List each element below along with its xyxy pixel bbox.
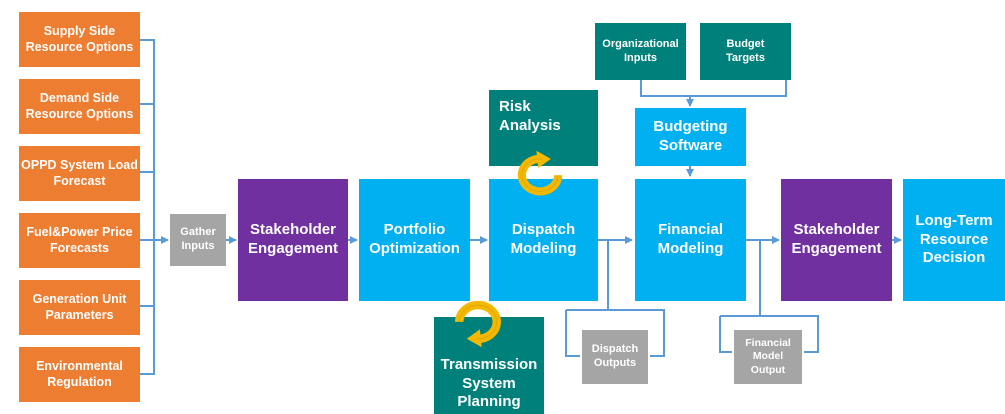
circular-arrow-icon xyxy=(455,300,501,348)
budgeting-software-box: Budgeting Software xyxy=(635,108,746,166)
long-term-resource-decision-box: Long-Term Resource Decision xyxy=(903,179,1005,301)
circular-arrow-icon xyxy=(517,150,563,196)
portfolio-optimization-box: Portfolio Optimization xyxy=(359,179,470,301)
risk-analysis-box: Risk Analysis xyxy=(489,90,598,166)
input-environmental: Environmental Regulation xyxy=(19,347,140,402)
gather-inputs-box: Gather Inputs xyxy=(170,214,226,266)
input-supply-side: Supply Side Resource Options xyxy=(19,12,140,67)
input-demand-side: Demand Side Resource Options xyxy=(19,79,140,134)
input-system-load: OPPD System Load Forecast xyxy=(19,146,140,201)
dispatch-modeling-box: Dispatch Modeling xyxy=(489,179,598,301)
input-generation-unit: Generation Unit Parameters xyxy=(19,280,140,335)
stakeholder-engagement-box: Stakeholder Engagement xyxy=(238,179,348,301)
financial-model-output-box: Financial Model Output xyxy=(734,330,802,384)
line-dispatch-outputs-loop xyxy=(565,310,580,357)
input-fuel-power: Fuel&Power Price Forecasts xyxy=(19,213,140,268)
financial-modeling-box: Financial Modeling xyxy=(635,179,746,301)
budget-targets-box: Budget Targets xyxy=(700,23,791,80)
organizational-inputs-box: Organizational Inputs xyxy=(595,23,686,80)
stakeholder-engagement-box-2: Stakeholder Engagement xyxy=(781,179,892,301)
dispatch-outputs-box: Dispatch Outputs xyxy=(582,330,648,384)
line-financial-output-loop xyxy=(719,316,732,353)
input-bracket xyxy=(140,39,155,375)
